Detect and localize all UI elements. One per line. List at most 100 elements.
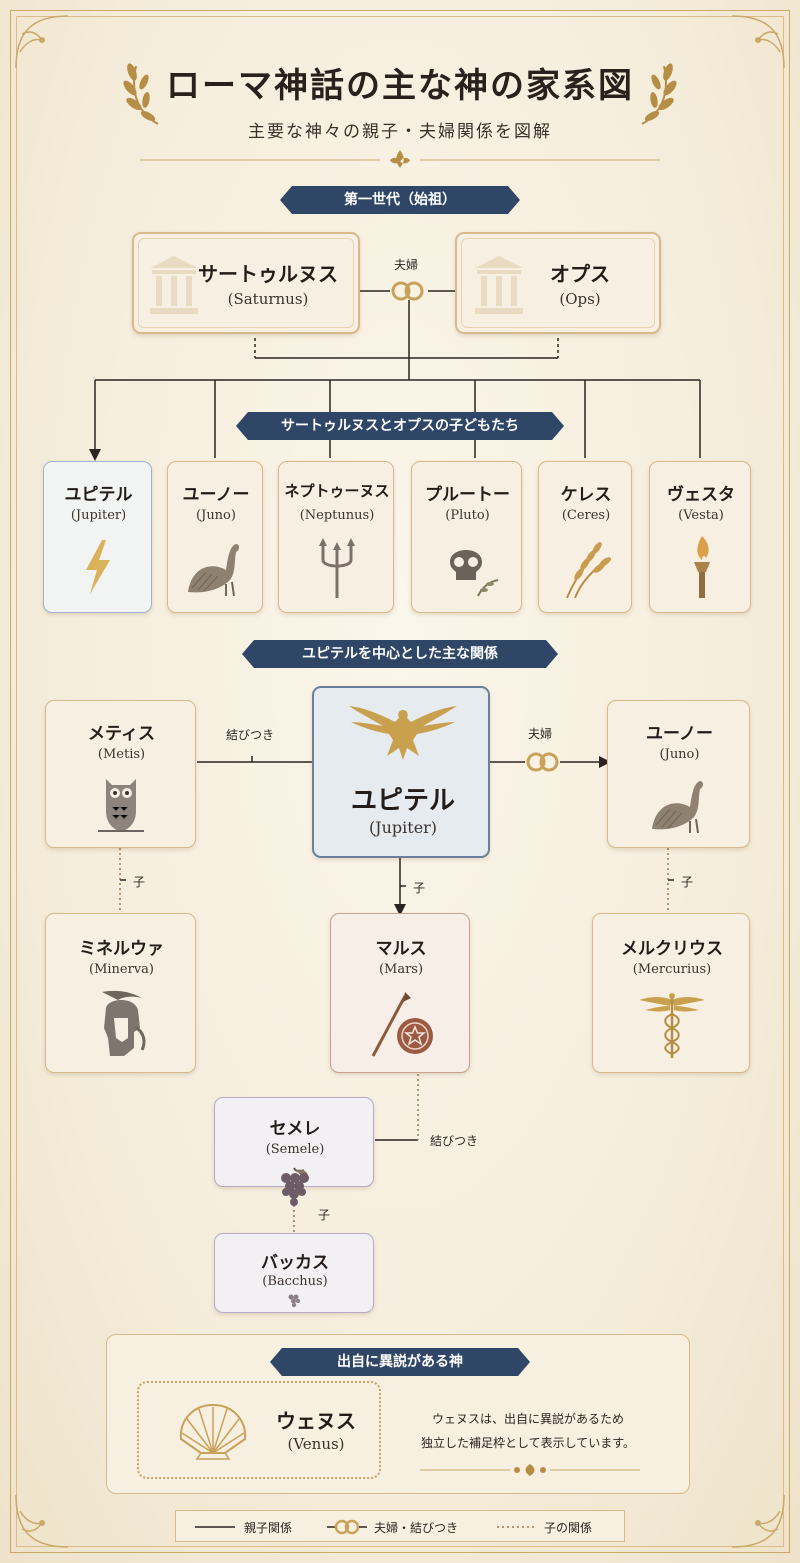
child-label: 子: [133, 875, 146, 889]
grapes-icon: [281, 1167, 309, 1206]
spear-shield-icon: [371, 992, 433, 1057]
god-name: ヴェスタ: [667, 485, 735, 505]
outer-frame: [10, 10, 790, 1553]
god-name: ケレス: [560, 485, 612, 505]
section-banner-jupiter: ユピテルを中心とした主な関係: [242, 640, 558, 668]
card-jupiter-child[interactable]: ユピテル (Jupiter): [43, 461, 152, 613]
god-latin: (Semele): [265, 1142, 325, 1157]
bond-label: 結びつき: [226, 728, 275, 742]
god-name: ユピテル: [350, 786, 455, 816]
trident-icon: [319, 538, 355, 598]
card-saturnus[interactable]: サートゥルヌス (Saturnus): [132, 232, 360, 334]
god-latin: (Venus): [287, 1435, 345, 1453]
wheat-icon: [566, 542, 611, 599]
god-name: ネプトゥーヌス: [284, 482, 390, 500]
card-neptunus[interactable]: ネプトゥーヌス (Neptunus): [278, 461, 394, 613]
torch-icon: [694, 536, 710, 598]
title-divider: [140, 150, 660, 168]
spouse-label: 夫婦: [394, 258, 419, 272]
god-name: ウェヌス: [276, 1409, 356, 1433]
god-latin: (Juno): [659, 747, 700, 762]
section-banner-first-gen: 第一世代（始祖）: [280, 186, 520, 214]
card-ops[interactable]: オプス (Ops): [455, 232, 661, 334]
legend-child: 子の関係: [544, 1521, 593, 1535]
god-name: セメレ: [269, 1119, 321, 1139]
god-name: ミネルウァ: [79, 939, 164, 959]
card-mercurius[interactable]: メルクリウス (Mercurius): [592, 913, 750, 1073]
temple-icon: [475, 256, 523, 314]
venus-note-line1: ウェヌスは、出自に異説があるため: [431, 1412, 624, 1426]
scallop-shell-icon: [179, 1403, 247, 1460]
spouse-label: 夫婦: [528, 727, 553, 741]
corner-ornament-icon: [15, 15, 69, 69]
card-bacchus[interactable]: バッカス (Bacchus): [214, 1233, 374, 1313]
page-title: ローマ神話の主な神の家系図: [166, 66, 634, 106]
god-latin: (Metis): [97, 747, 146, 762]
corner-ornament-icon: [731, 1494, 785, 1548]
venus-note-line2: 独立した補足枠として表示しています。: [420, 1436, 636, 1450]
caduceus-icon: [639, 993, 705, 1058]
card-minerva[interactable]: ミネルウァ (Minerva): [45, 913, 196, 1073]
inner-frame: [16, 16, 784, 1547]
god-latin: (Jupiter): [70, 508, 127, 523]
legend-spouse: 夫婦・結びつき: [374, 1521, 459, 1535]
god-name: プルートー: [425, 485, 510, 505]
child-label: 子: [413, 881, 426, 895]
card-venus[interactable]: ウェヌス (Venus): [137, 1381, 381, 1479]
god-name: オプス: [550, 262, 610, 286]
card-vesta[interactable]: ヴェスタ (Vesta): [649, 461, 751, 613]
god-latin: (Saturnus): [227, 290, 309, 308]
legend: [175, 1510, 625, 1542]
card-jupiter-center[interactable]: ユピテル (Jupiter): [312, 686, 490, 858]
god-latin: (Vesta): [678, 508, 724, 523]
peacock-icon: [652, 781, 703, 834]
god-name: メティス: [88, 724, 155, 744]
laurel-right-icon: [641, 63, 677, 125]
god-name: サートゥルヌス: [198, 262, 338, 286]
god-latin: (Ops): [559, 290, 601, 308]
god-latin: (Neptunus): [299, 508, 375, 523]
skull-icon: [450, 550, 499, 597]
legend-parent: 親子関係: [244, 1521, 293, 1535]
god-latin: (Jupiter): [368, 818, 438, 837]
venus-ornament: [420, 1464, 640, 1476]
god-latin: (Bacchus): [262, 1274, 328, 1289]
card-ceres[interactable]: ケレス (Ceres): [538, 461, 632, 613]
god-latin: (Ceres): [561, 508, 611, 523]
god-latin: (Minerva): [89, 962, 154, 977]
page-subtitle: 主要な神々の親子・夫婦関係を図解: [248, 122, 552, 142]
god-name: ユピテル: [64, 485, 133, 505]
card-mars[interactable]: マルス (Mars): [330, 913, 470, 1073]
child-label: 子: [318, 1208, 331, 1222]
card-juno[interactable]: ユーノー (Juno): [607, 700, 750, 848]
god-name: ユーノー: [182, 485, 250, 505]
eagle-icon: [349, 706, 457, 760]
peacock-icon: [188, 544, 239, 597]
god-latin: (Pluto): [445, 508, 490, 523]
section-banner-children: サートゥルヌスとオプスの子どもたち: [236, 412, 564, 440]
child-label: 子: [681, 875, 694, 889]
god-name: マルス: [375, 939, 427, 959]
section-banner-unknown: 出自に異説がある神: [270, 1348, 530, 1376]
small-grapes-icon: [288, 1294, 300, 1308]
corner-ornament-icon: [731, 15, 785, 69]
owl-icon: [98, 779, 144, 832]
card-juno-child[interactable]: ユーノー (Juno): [167, 461, 263, 613]
card-pluto[interactable]: プルートー (Pluto): [411, 461, 522, 613]
god-name: メルクリウス: [621, 939, 723, 959]
god-name: バッカス: [261, 1253, 329, 1273]
corner-ornament-icon: [15, 1494, 69, 1548]
bond-label: 結びつき: [430, 1134, 479, 1148]
card-metis[interactable]: メティス (Metis): [45, 700, 196, 848]
laurel-left-icon: [123, 63, 159, 125]
temple-icon: [150, 256, 198, 314]
god-latin: (Juno): [196, 508, 236, 523]
god-latin: (Mars): [378, 962, 424, 977]
god-latin: (Mercurius): [632, 962, 712, 977]
legend-symbols: [195, 1519, 535, 1535]
lightning-icon: [86, 540, 110, 594]
god-name: ユーノー: [646, 724, 713, 744]
helmet-icon: [102, 990, 146, 1056]
